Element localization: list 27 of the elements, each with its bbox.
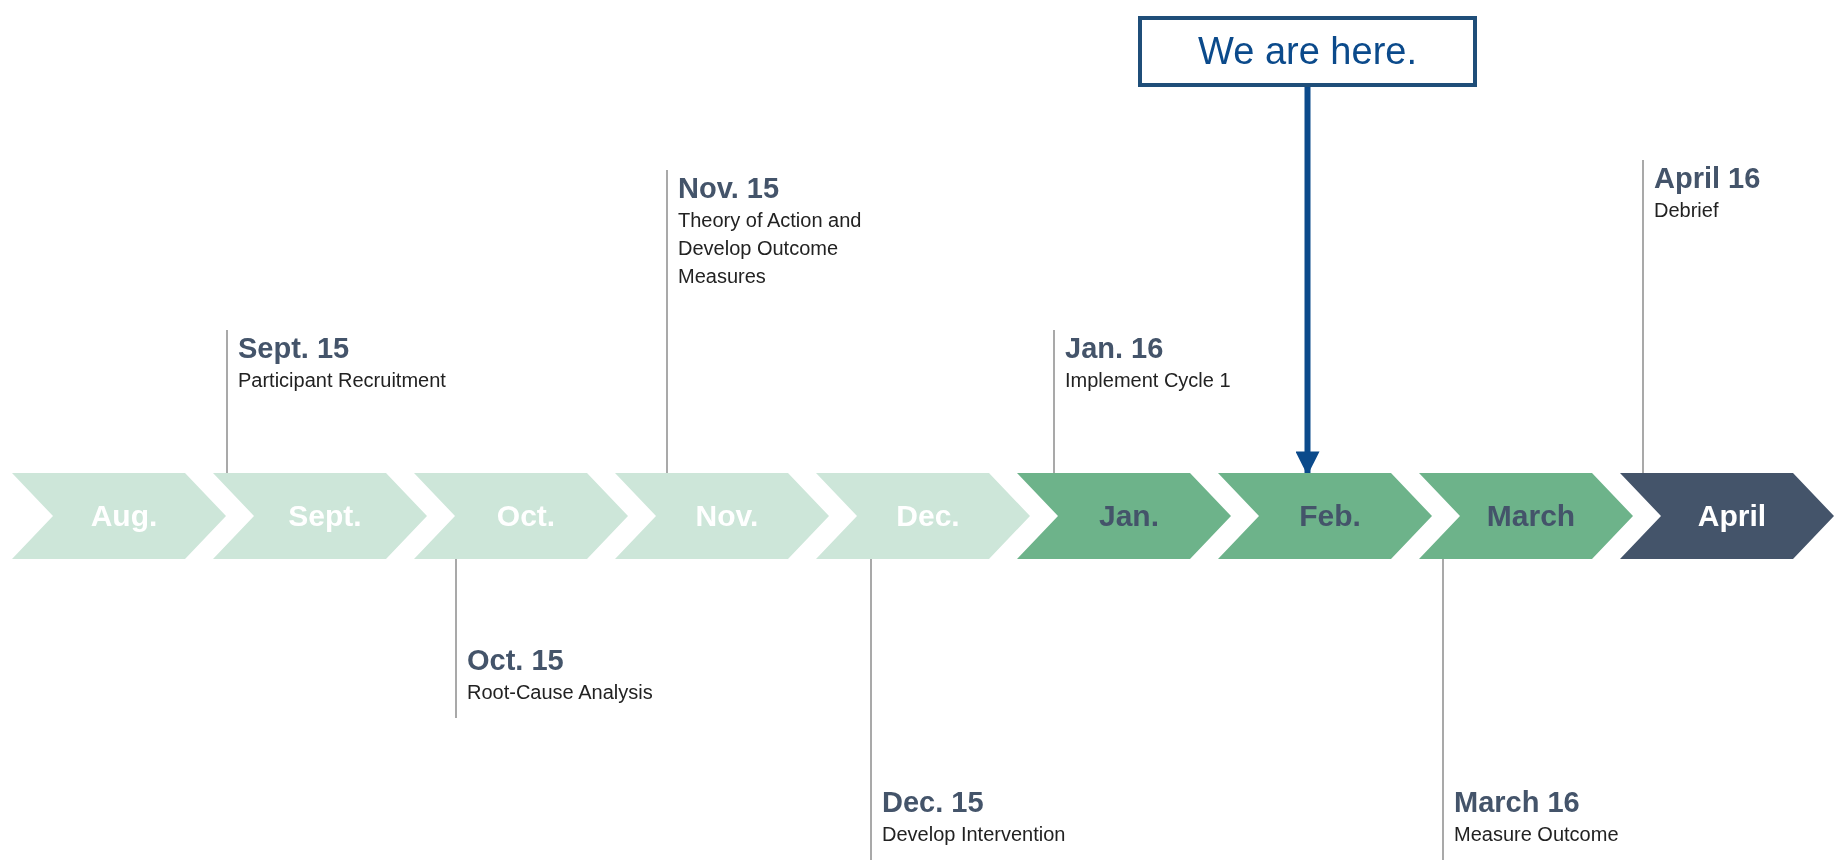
- month-segment: Jan.: [1017, 473, 1231, 559]
- milestone-date: March 16: [1454, 785, 1581, 820]
- arrow: [1295, 87, 1320, 476]
- milestone-description: Debrief: [1654, 198, 1720, 223]
- milestone-date: Oct. 15: [467, 643, 565, 678]
- leader-line: [1053, 329, 1055, 474]
- leader-line: [1442, 558, 1444, 861]
- milestone-description: Develop Intervention: [882, 822, 1067, 847]
- milestone-date: Nov. 15: [678, 171, 780, 206]
- milestone-description: Theory of Action and Develop Outcome Measures: [678, 208, 863, 289]
- callout-box: We are here.: [1138, 16, 1477, 87]
- month-segment: March: [1419, 473, 1633, 559]
- leader-line: [1642, 159, 1644, 474]
- month-segment: April: [1620, 473, 1834, 559]
- leader-line: [226, 329, 228, 474]
- milestone-description: Root-Cause Analysis: [467, 680, 654, 705]
- leader-line: [666, 169, 668, 474]
- leader-line: [455, 558, 457, 719]
- milestone-date: Sept. 15: [238, 331, 351, 366]
- milestone-description: Participant Recruitment: [238, 368, 447, 393]
- milestone-date: Dec. 15: [882, 785, 985, 820]
- milestone-date: April 16: [1654, 161, 1762, 196]
- leader-line: [870, 558, 872, 861]
- milestone-description: Implement Cycle 1: [1065, 368, 1232, 393]
- milestone-description: Measure Outcome: [1454, 822, 1620, 847]
- milestone-date: Jan. 16: [1065, 331, 1165, 366]
- month-segment: Feb.: [1218, 473, 1432, 559]
